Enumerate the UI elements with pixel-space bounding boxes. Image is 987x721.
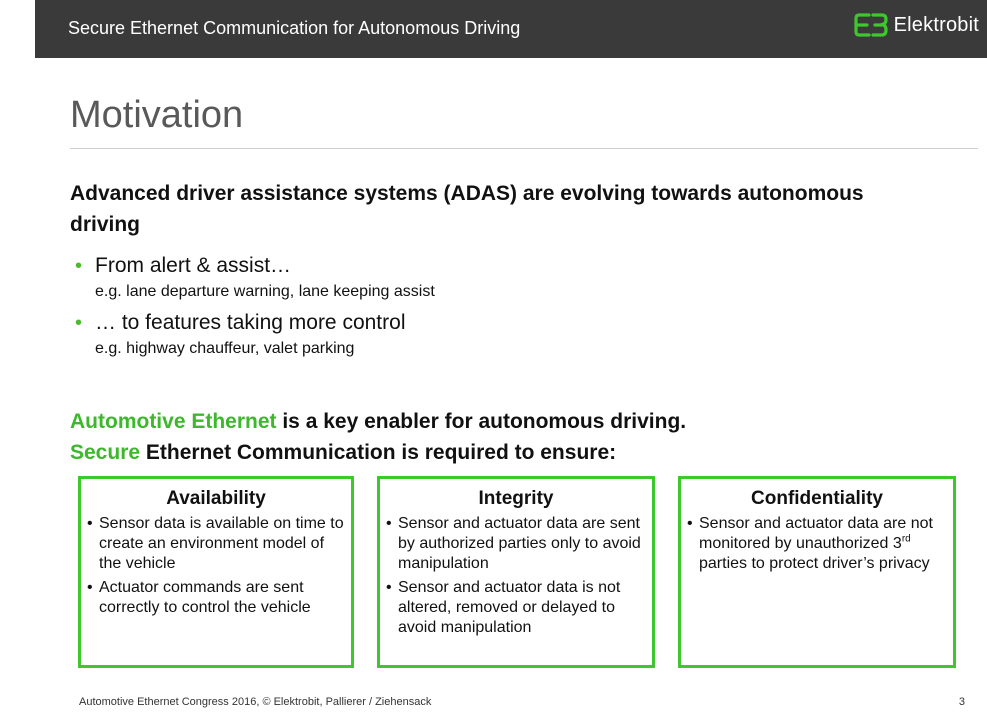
box-item-text: Sensor data is available on time to crea… <box>99 515 344 572</box>
bullet-example: e.g. highway chauffeur, valet parking <box>95 340 355 357</box>
bullet-dot-icon: • <box>75 255 83 277</box>
bullet-list: • From alert & assist… e.g. lane departur… <box>75 254 875 368</box>
requirement-text: Ethernet Communication is required to en… <box>140 441 617 464</box>
bullet-dot-icon: • <box>386 515 392 532</box>
box-item-text: Actuator commands are sent correctly to … <box>99 579 311 616</box>
enabler-statement: Automotive Ethernet is a key enabler for… <box>70 406 930 468</box>
bullet-dot-icon: • <box>687 515 693 532</box>
box-title: Confidentiality <box>751 488 883 509</box>
header-bar: Secure Ethernet Communication for Autono… <box>35 0 987 58</box>
brand-logo: Elektrobit <box>854 12 979 38</box>
box-item: • Sensor and actuator data are sent by au… <box>386 514 646 574</box>
box-item: • Sensor and actuator data are not monito… <box>687 514 947 574</box>
bullet-dot-icon: • <box>87 579 93 596</box>
box-item: • Sensor data is available on time to cre… <box>87 514 345 574</box>
slide-heading: Advanced driver assistance systems (ADAS… <box>70 182 864 236</box>
enabler-text: is a key enabler for autonomous driving. <box>276 410 687 433</box>
slide-title: Motivation <box>70 94 244 136</box>
confidentiality-box: Confidentiality • Sensor and actuator dat… <box>678 476 956 668</box>
bullet-dot-icon: • <box>386 579 392 596</box>
bullet-dot-icon: • <box>75 312 83 334</box>
bullet-dot-icon: • <box>87 515 93 532</box>
bullet-example: e.g. lane departure warning, lane keepin… <box>95 283 435 300</box>
header-title: Secure Ethernet Communication for Autono… <box>68 18 521 38</box>
elektrobit-logo-icon <box>854 13 888 37</box>
box-item-text: Sensor and actuator data is not altered,… <box>398 579 621 636</box>
bullet-text: From alert & assist… <box>95 254 292 277</box>
box-item: • Actuator commands are sent correctly to… <box>87 578 345 618</box>
title-divider <box>70 148 978 149</box>
box-title: Integrity <box>478 488 554 509</box>
availability-box: Availability • Sensor data is available o… <box>78 476 354 668</box>
security-goals: Availability • Sensor data is available o… <box>78 476 958 672</box>
page-number: 3 <box>958 696 965 708</box>
integrity-box: Integrity • Sensor and actuator data are … <box>377 476 655 668</box>
secure-highlight: Secure <box>70 441 141 464</box>
bullet-text: … to features taking more control <box>95 311 406 334</box>
box-item-text: Sensor and actuator data are not monitor… <box>699 515 933 572</box>
box-item-text: Sensor and actuator data are sent by aut… <box>398 515 641 572</box>
bullet-item: • From alert & assist… e.g. lane departur… <box>75 254 875 301</box>
footer-text: Automotive Ethernet Congress 2016, © Ele… <box>79 696 432 708</box>
box-title: Availability <box>166 488 266 509</box>
bullet-item: • … to features taking more control e.g. … <box>75 311 875 358</box>
box-item: • Sensor and actuator data is not altered… <box>386 578 646 638</box>
brand-name: Elektrobit <box>893 13 979 36</box>
enabler-highlight: Automotive Ethernet <box>70 410 277 433</box>
